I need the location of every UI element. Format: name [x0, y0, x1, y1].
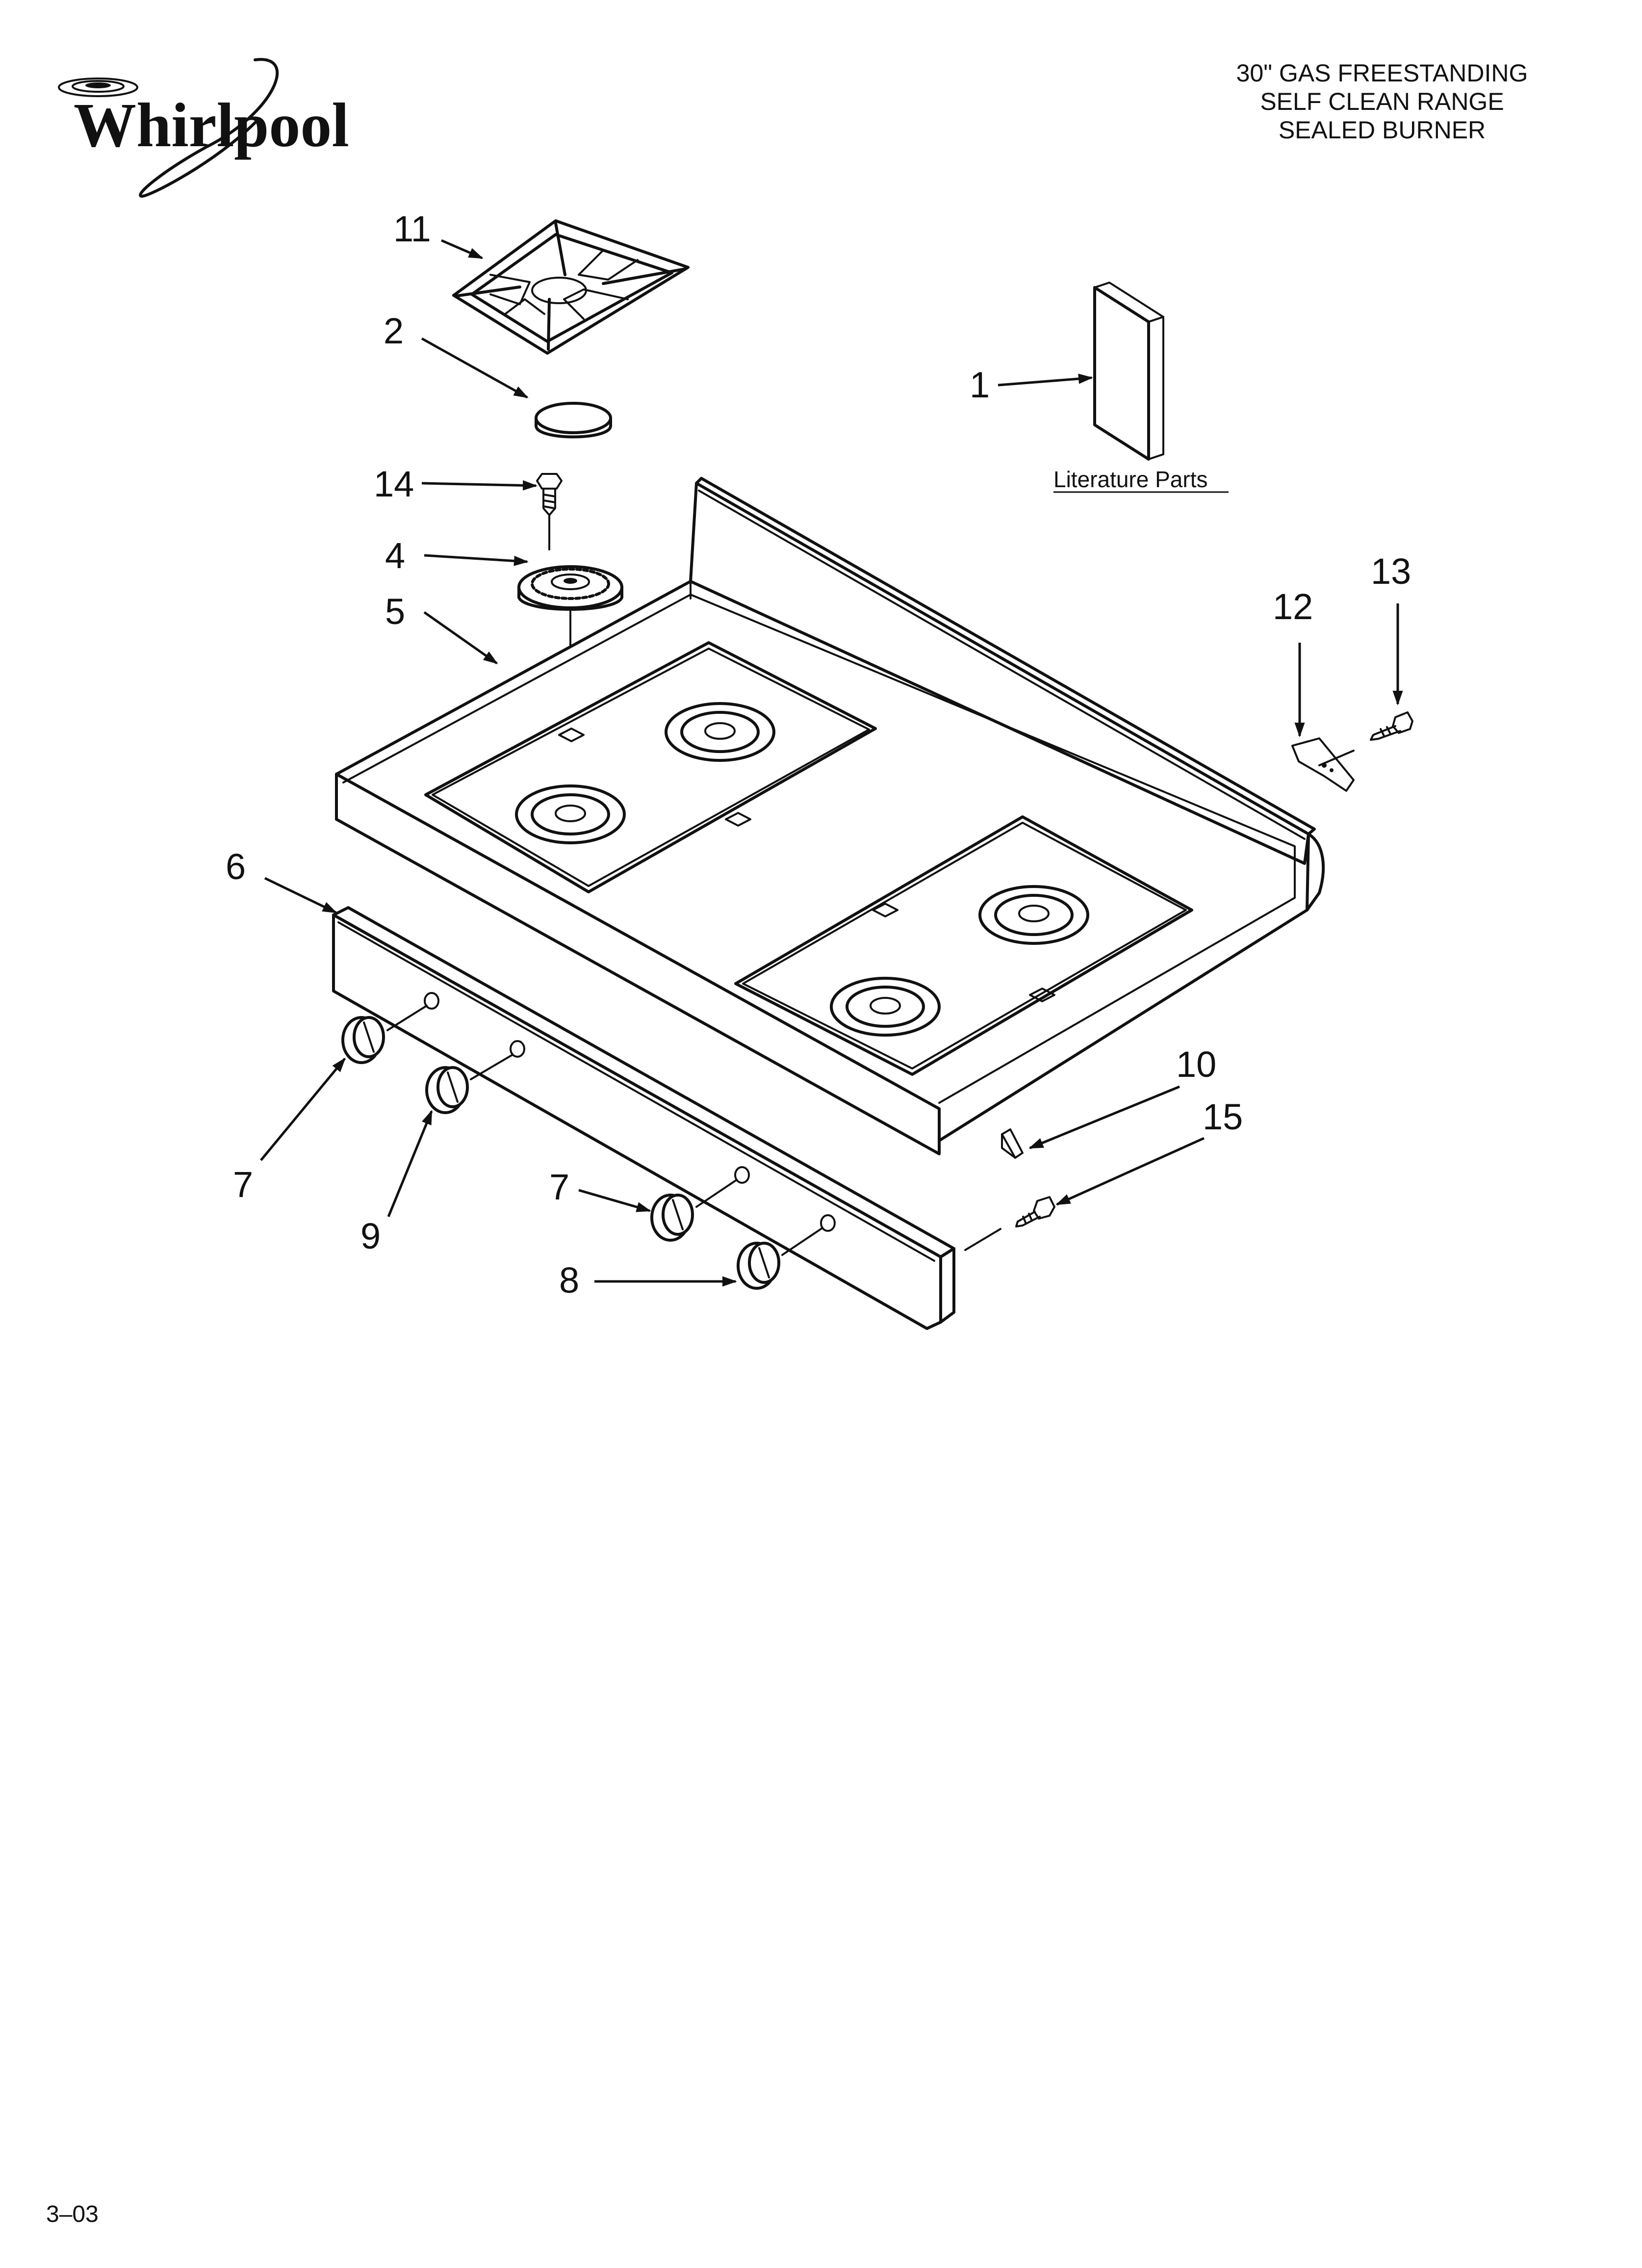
panel-screw	[1015, 1196, 1055, 1227]
panel-hole-4	[820, 1214, 836, 1232]
control-knob-right-front	[737, 1227, 823, 1290]
callout-numbers: 11 2 14 4 5 1 12 13 6 7 9 7 8 10 15	[226, 209, 1411, 1301]
callout-15: 15	[1203, 1096, 1243, 1137]
panel-hole-2	[510, 1040, 525, 1058]
callout-11: 11	[393, 209, 431, 249]
control-knob-left-rear	[425, 1054, 513, 1114]
leader-lines	[260, 239, 1403, 1287]
literature-parts-label: Literature Parts	[1053, 467, 1207, 492]
revision-code: 3–03	[46, 2201, 99, 2227]
panel-hole-1	[424, 992, 439, 1010]
bracket-screw	[1370, 711, 1413, 741]
burner-screw	[536, 473, 563, 516]
panel-hole-3	[734, 1166, 750, 1184]
control-knob-left-front	[341, 1005, 428, 1064]
callout-6: 6	[226, 846, 246, 887]
whirlpool-logo: Whirlpool	[58, 58, 349, 198]
callout-2: 2	[384, 311, 404, 351]
callout-7-right: 7	[549, 1167, 569, 1207]
burner-cap	[535, 402, 612, 439]
cooktop-burner-ring-right-front	[830, 977, 941, 1037]
callout-1: 1	[970, 365, 990, 405]
page-title: 30" GAS FREESTANDING SELF CLEAN RANGE SE…	[1161, 59, 1603, 144]
callout-13: 13	[1371, 551, 1411, 592]
literature-parts-book	[1093, 282, 1164, 461]
panel-clip	[1001, 1128, 1024, 1159]
title-line-3: SEALED BURNER	[1278, 116, 1486, 144]
burner-grate	[452, 219, 690, 355]
burner-base	[517, 565, 623, 611]
cooktop-burner-ring-right-rear	[978, 885, 1089, 945]
callout-12: 12	[1273, 586, 1313, 627]
cooktop-burner-ring-left-rear	[665, 702, 775, 762]
anti-tip-bracket	[1291, 737, 1355, 792]
manifold-panel	[332, 906, 955, 1330]
title-line-1: 30" GAS FREESTANDING	[1236, 59, 1528, 87]
cooktop-panel	[335, 477, 1325, 1155]
logo-swirl-icon	[58, 58, 279, 198]
callout-5: 5	[385, 591, 405, 632]
callout-7-left: 7	[233, 1164, 253, 1205]
control-knob-right-rear	[650, 1179, 738, 1242]
callout-10: 10	[1176, 1044, 1216, 1085]
brand-wordmark: Whirlpool	[74, 90, 349, 160]
callout-4: 4	[385, 535, 405, 576]
callout-8: 8	[559, 1260, 579, 1301]
screw-guide-line-2	[964, 1228, 1001, 1251]
cooktop-burner-ring-left-front	[515, 784, 626, 844]
callout-9: 9	[360, 1216, 381, 1256]
callout-14: 14	[374, 464, 414, 504]
title-line-2: SELF CLEAN RANGE	[1260, 88, 1504, 115]
